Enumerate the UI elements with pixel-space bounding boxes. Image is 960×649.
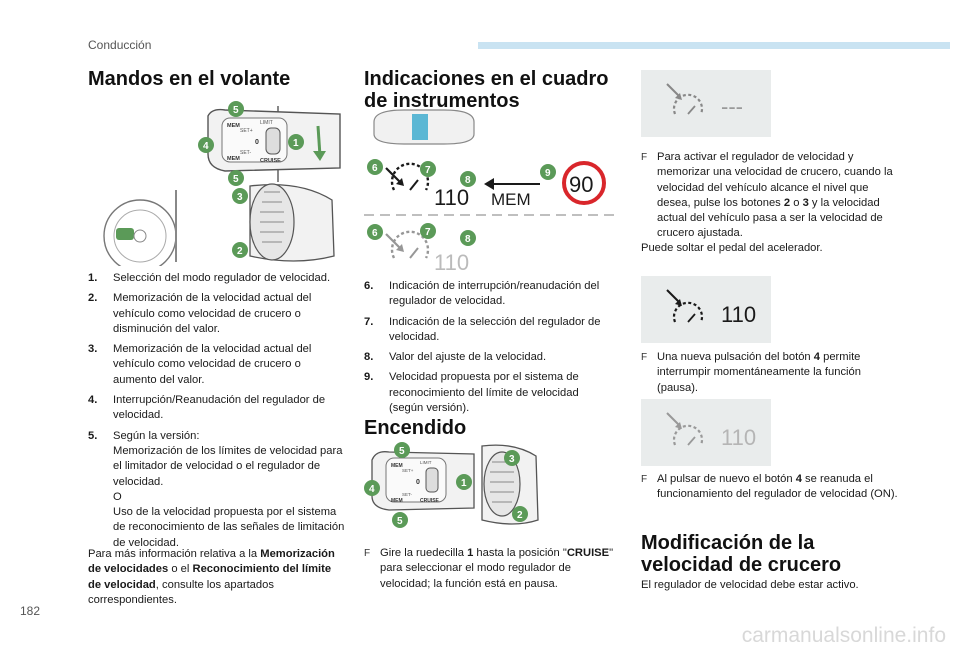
bullet-marker: F (364, 548, 371, 559)
list-item: 6.Indicación de interrupción/reanudación… (364, 280, 600, 308)
list-item: 5.Según la versión: Memorización de los … (88, 429, 345, 549)
modification-title: Modificación de la velocidad de crucero (641, 532, 842, 576)
display-panel-paused: 110 (641, 399, 771, 466)
badge-5a: 5 (233, 105, 239, 116)
display-panel-off: --- (641, 70, 771, 137)
badge-4: 4 (203, 141, 209, 152)
lever-label-cruise: CRUISE (260, 158, 281, 164)
accelerator-note: Puede soltar el pedal del acelerador. (641, 242, 823, 254)
left-list: 1.Selección del modo regulador de veloci… (88, 271, 346, 556)
left-title: Mandos en el volante (88, 68, 291, 90)
badge-7: 7 (425, 165, 431, 176)
lever-label-setplus: SET+ (240, 128, 253, 134)
modification-note: El regulador de velocidad debe estar act… (641, 579, 859, 591)
cruise-gauge-icon (385, 162, 430, 191)
encendido-instruction: F Gire la ruedecilla 1 hasta la posición… (364, 546, 614, 592)
badge-6b: 6 (372, 228, 378, 239)
list-item: 9.Velocidad propuesta por el sistema de … (364, 371, 579, 415)
on-badge-3: 3 (509, 454, 515, 465)
on-badge-2: 2 (517, 510, 523, 521)
page-number: 182 (20, 604, 41, 618)
list-item: 7.Indicación de la selección del regulad… (364, 315, 601, 343)
on-lever-setminus: SET- (402, 492, 413, 497)
lever-label-zero: 0 (255, 139, 259, 146)
badge-6: 6 (372, 163, 378, 174)
badge-9: 9 (545, 168, 551, 179)
middle-list: 6.Indicación de interrupción/reanudación… (364, 279, 614, 421)
cruise-gauge-icon-faded (385, 230, 430, 259)
list-item: 4.Interrupción/Reanudación del regulador… (88, 394, 326, 422)
badge-7b: 7 (425, 227, 431, 238)
on-badge-1: 1 (461, 478, 467, 489)
lever-label-setminus: SET- (240, 150, 251, 156)
middle-title: Indicaciones en el cuadro de instrumento… (364, 68, 609, 112)
badge-8b: 8 (465, 234, 471, 245)
on-lever-mem: MEM (391, 463, 403, 469)
lever-label-mem-2: MEM (227, 156, 240, 162)
list-item: 1.Selección del modo regulador de veloci… (88, 272, 331, 284)
lever-label-limit: LIMIT (260, 120, 273, 126)
badge-2: 2 (237, 246, 243, 257)
display-panel-active: 110 (641, 276, 771, 343)
badge-1: 1 (293, 138, 299, 149)
left-footer-text: Para más información relativa a la Memor… (88, 548, 335, 606)
on-badge-5a: 5 (399, 446, 405, 457)
on-badge-5b: 5 (397, 516, 403, 527)
active-speed-value: 110 (721, 302, 756, 327)
pause-instruction: F Una nueva pulsación del botón 4 permit… (641, 351, 861, 394)
on-lever-mem-2: MEM (391, 498, 403, 504)
on-lever-limit: LIMIT (420, 460, 432, 465)
on-lever-setplus: SET+ (402, 468, 414, 473)
encendido-title: Encendido (364, 417, 467, 439)
set-speed-faded: 110 (434, 250, 469, 275)
list-item: 8.Valor del ajuste de la velocidad. (364, 351, 547, 364)
activation-instruction: F Para activar el regulador de velocidad… (641, 151, 893, 240)
paused-speed-value: 110 (721, 425, 756, 450)
dashes-value: --- (721, 94, 743, 119)
encendido-illustration: MEM SET+ SET- CRUISE MEM LIMIT 0 5 3 4 1… (364, 442, 539, 528)
badge-3: 3 (237, 192, 243, 203)
speed-sign-value: 90 (569, 172, 593, 197)
header-bar (478, 42, 950, 49)
list-item: 3.Memorización de la velocidad actual de… (88, 343, 312, 386)
instrument-display-illustration: 110 MEM 90 110 6 7 8 9 6 7 8 (364, 109, 614, 275)
resume-instruction: F Al pulsar de nuevo el botón 4 se reanu… (641, 473, 898, 501)
on-badge-4: 4 (369, 484, 375, 495)
list-item: 2.Memorización de la velocidad actual de… (88, 292, 312, 335)
on-lever-zero: 0 (416, 479, 420, 486)
badge-8: 8 (465, 175, 471, 186)
set-speed-value: 110 (434, 185, 469, 210)
badge-5b: 5 (233, 174, 239, 185)
steering-controls-illustration: SET ⊘ SET MEM SET+ SET- CRUISE MEM LIMIT… (103, 101, 341, 266)
on-lever-cruise: CRUISE (420, 498, 440, 504)
watermark: carmanualsonline.info (741, 624, 946, 647)
lever-label-mem: MEM (227, 123, 240, 129)
mem-label: MEM (491, 190, 531, 209)
section-header: Conducción (88, 38, 152, 52)
